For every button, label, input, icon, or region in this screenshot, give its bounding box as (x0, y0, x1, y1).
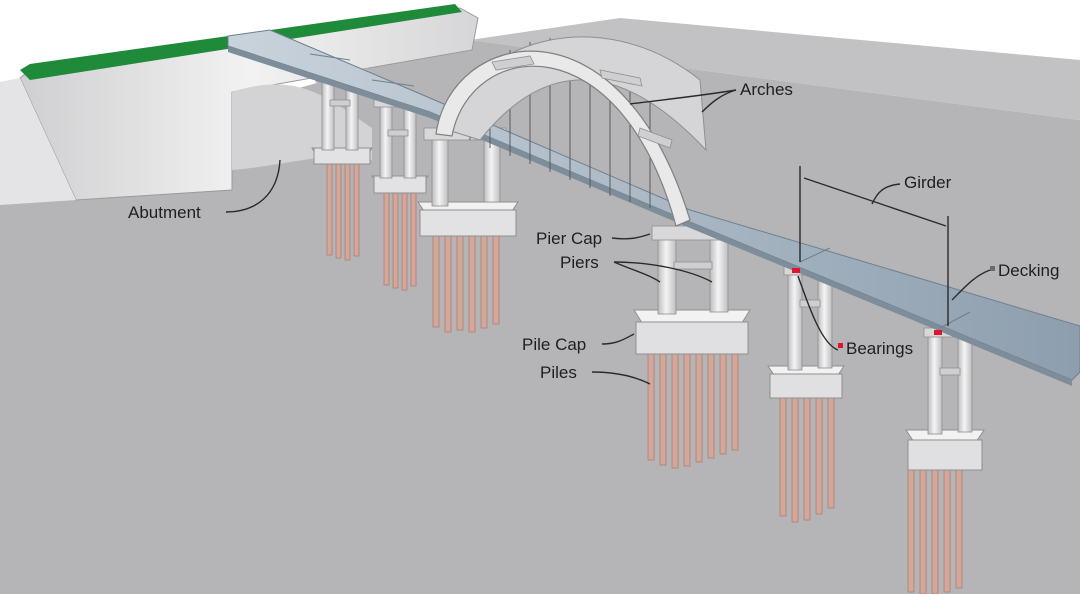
girder-leader (871, 183, 901, 205)
pile-group-6 (907, 469, 963, 594)
annotation-leaders (225, 89, 991, 385)
arch-bracing (491, 55, 673, 149)
arch-front (435, 50, 691, 227)
abutment-leader (225, 159, 281, 213)
piers-leader-1 (613, 261, 661, 283)
piles-leader (591, 371, 651, 385)
pile-cap-leader (601, 333, 635, 345)
pile-groups (326, 159, 963, 594)
bearing-2 (934, 330, 942, 335)
pile-cap-label: Pile Cap (522, 335, 586, 354)
bearings-label: Bearings (846, 339, 913, 358)
bridge-deck (227, 29, 1080, 386)
pile-group-3 (432, 231, 500, 333)
bearings (792, 268, 942, 335)
pile-cap-6 (905, 429, 985, 471)
bearing-1 (792, 268, 800, 273)
pier-cap-leader (611, 233, 651, 240)
decking-leader (951, 269, 991, 301)
girder-dim-span (803, 177, 947, 227)
girder-label: Girder (904, 173, 952, 192)
abutment-label: Abutment (128, 203, 201, 222)
pile-cap-2 (371, 175, 429, 194)
arches-label: Arches (740, 80, 793, 99)
pile-group-5 (779, 395, 835, 523)
pile-group-1 (326, 159, 360, 261)
arches-leader-1 (629, 89, 737, 105)
pier-cap-label: Pier Cap (536, 229, 602, 248)
arches-leader-2 (701, 89, 737, 113)
decking-label: Decking (998, 261, 1059, 280)
pile-cap-5 (767, 365, 845, 399)
decking-marker (990, 266, 995, 271)
bearings-leader (797, 275, 839, 351)
arch-structure (435, 36, 707, 227)
piers (321, 77, 973, 435)
bearings-marker (838, 343, 843, 348)
piers-leader-2 (613, 261, 713, 283)
pile-cap-1 (311, 147, 373, 165)
pile-cap-3 (417, 201, 519, 237)
pile-cap-4 (633, 309, 751, 355)
piers-label: Piers (560, 253, 599, 272)
piles-label: Piles (540, 363, 577, 382)
